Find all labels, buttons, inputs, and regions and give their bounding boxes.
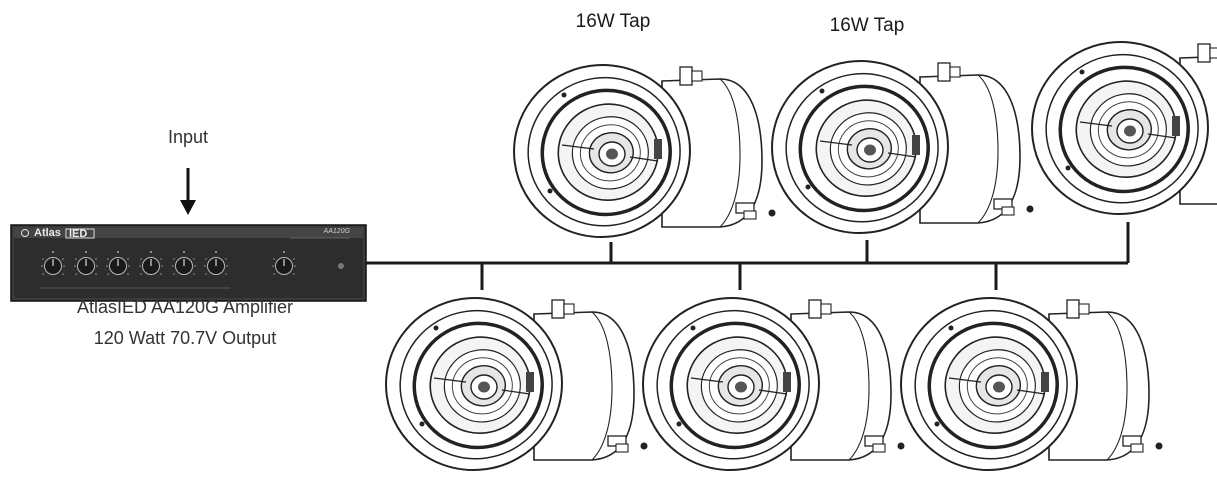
ceiling-speaker-bottom-1	[373, 284, 650, 478]
ceiling-speaker-bottom-2	[630, 284, 907, 478]
ceiling-speaker-top-2	[759, 47, 1036, 247]
amp-label-line1: AtlasIED AA120G Amplifier	[77, 297, 293, 317]
amp-model: AA120G	[323, 228, 351, 235]
tap-label-1: 16W Tap	[576, 11, 651, 32]
ceiling-speaker-top-1	[501, 51, 778, 251]
ceiling-speaker-top-3	[1019, 28, 1217, 228]
amplifier: Atlas IED AA120G	[10, 224, 367, 302]
tap-label-2: 16W Tap	[830, 15, 905, 36]
wiring-lines	[366, 222, 1130, 290]
input-arrow	[180, 168, 196, 215]
amp-power-led	[338, 263, 344, 269]
amp-brand-box: IED	[69, 228, 87, 240]
input-label: Input	[168, 127, 208, 147]
amp-brand: Atlas	[34, 227, 61, 239]
amp-label-line2: 120 Watt 70.7V Output	[94, 328, 276, 348]
ceiling-speaker-bottom-3	[888, 284, 1165, 478]
